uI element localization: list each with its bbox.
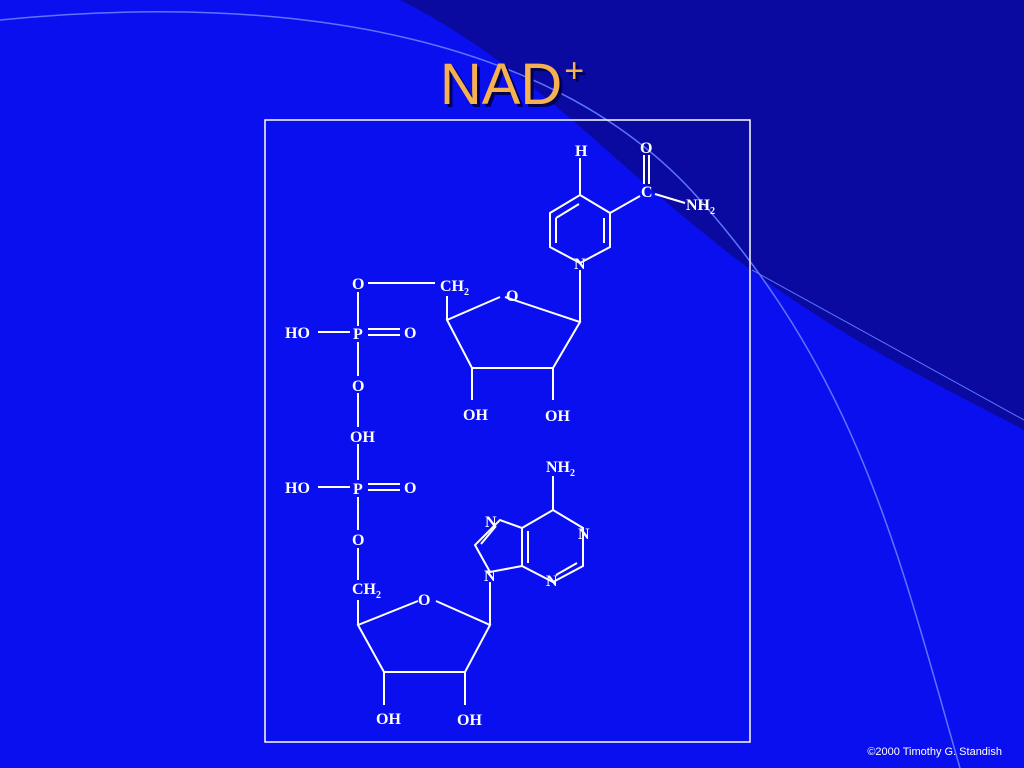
upper-phosphate [318,292,400,427]
bond-ring-carbonyl [609,195,641,214]
atom-o-double-lower: O [404,480,416,497]
atom-oh-bridge: OH [350,429,375,446]
purine-five-ring [473,518,523,574]
structure-frame [264,119,751,743]
pyridine-ring [549,193,611,265]
title-superscript: + [564,52,585,90]
atom-p-lower: P [353,481,363,498]
slide-title: NAD+ [0,54,1024,114]
ring-double-bond-1 [555,203,580,219]
title-text: NAD [439,52,563,117]
atom-ho-upper: HO [285,325,310,342]
purine-six-ring [521,508,584,584]
nicotinamide-ring [549,155,686,322]
atom-p-upper: P [353,326,363,343]
atom-lower-oh-left: OH [376,711,401,728]
purine-double-3 [480,525,497,545]
atom-lower-ring-o: O [418,592,430,609]
accent-curve [0,11,961,768]
atom-o-double-upper: O [404,325,416,342]
atom-upper-oh-left: OH [463,407,488,424]
dark-sweep [400,0,1024,430]
atom-h: H [575,143,588,160]
atom-upper-oh-right: OH [545,408,570,425]
purine-double-2 [555,562,578,576]
lower-phosphate [318,444,400,580]
upper-ribose-ring [445,296,582,369]
atom-n7: N [485,514,497,531]
atom-n3: N [546,573,558,590]
upper-ribose [368,282,582,400]
lower-accent-curve [751,269,1024,421]
atom-lower-oh-right: OH [457,712,482,729]
atom-pyridine-n: N [574,256,586,273]
atom-lower-ch2: CH2 [352,581,381,601]
atom-n9: N [484,568,496,585]
atom-o-bridge: O [352,378,364,395]
lower-ribose [356,600,492,705]
atom-upper-ch2: CH2 [440,278,469,298]
atom-ho-lower: HO [285,480,310,497]
copyright-footer: ©2000 Timothy G. Standish [867,746,1002,758]
bond-c-nh2 [654,193,686,204]
atom-carbonyl-c: C [641,184,653,201]
atom-n1: N [578,526,590,543]
atom-upper-ring-o: O [506,288,518,305]
adenine [473,476,584,625]
atom-carbonyl-o: O [640,140,652,157]
atom-o-top: O [352,276,364,293]
atom-o-ester: O [352,532,364,549]
atom-adenine-nh2: NH2 [546,459,575,479]
lower-ribose-ring [356,600,492,673]
atom-amide-nh2: NH2 [686,197,715,217]
